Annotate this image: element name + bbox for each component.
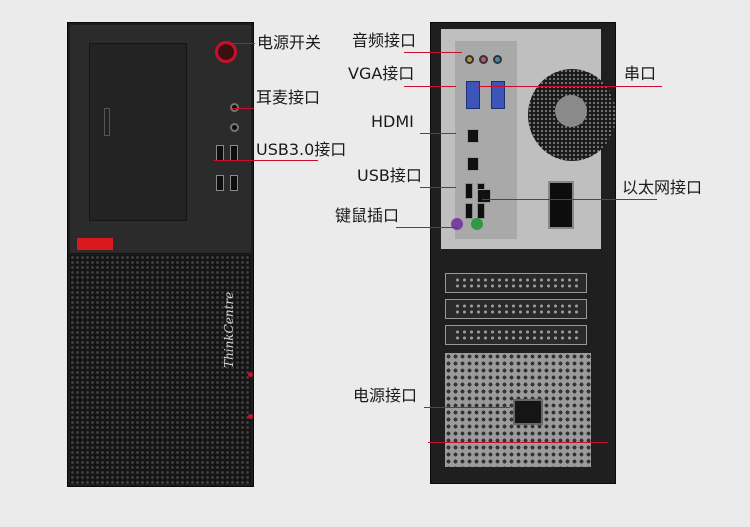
rear-usb-port — [477, 203, 485, 219]
label-usb3-port: USB3.0接口 — [256, 140, 347, 159]
audio-jack-icon — [493, 55, 502, 64]
eject-button — [104, 108, 110, 136]
label-usb-port: USB接口 — [357, 166, 422, 185]
hdmi-connector — [467, 157, 479, 171]
leader-line — [225, 43, 255, 44]
headphone-jack-icon — [230, 103, 239, 112]
ps2-keyboard-connector — [451, 218, 463, 230]
rear-tower — [430, 22, 616, 484]
leader-line — [420, 187, 456, 188]
power-supply-grille — [445, 353, 591, 467]
expansion-slot — [445, 273, 587, 293]
serial-connector — [491, 81, 505, 109]
fan-hub — [555, 95, 587, 127]
label-audio-port: 音频接口 — [352, 31, 417, 50]
leader-line — [404, 86, 456, 87]
vga-connector — [466, 81, 480, 109]
expansion-slot — [445, 325, 587, 345]
label-hdmi: HDMI — [371, 112, 414, 131]
hdmi-connector — [467, 129, 479, 143]
leader-line — [428, 442, 608, 443]
power-socket — [513, 399, 543, 425]
label-serial-port: 串口 — [624, 64, 657, 83]
label-power-port: 电源接口 — [353, 386, 418, 405]
leader-line — [478, 86, 662, 87]
front-usb-port — [230, 145, 238, 161]
label-keyboard-mouse-port: 键鼠插口 — [335, 206, 400, 225]
optical-drive-bay — [89, 43, 187, 221]
leader-line — [232, 108, 254, 109]
front-panel — [70, 25, 251, 254]
leader-line — [214, 160, 318, 161]
expansion-slot — [445, 299, 587, 319]
padlock-loop — [548, 181, 574, 229]
label-vga-port: VGA接口 — [348, 64, 415, 83]
microphone-jack-icon — [230, 123, 239, 132]
ethernet-connector — [477, 189, 491, 203]
leader-line — [404, 52, 462, 53]
front-usb-port — [216, 145, 224, 161]
audio-jack-icon — [479, 55, 488, 64]
leader-line — [424, 407, 510, 408]
ps2-mouse-connector — [471, 218, 483, 230]
rear-usb-port — [465, 203, 473, 219]
rear-usb-port — [465, 183, 473, 199]
rear-io-plate — [441, 29, 616, 249]
power-button — [215, 41, 237, 63]
io-strip — [455, 41, 517, 239]
leader-line — [396, 227, 458, 228]
leader-line — [482, 199, 657, 200]
audio-jack-icon — [465, 55, 474, 64]
label-power-switch: 电源开关 — [257, 33, 322, 52]
red-accent-tag — [77, 238, 113, 250]
front-mesh-grille — [70, 255, 251, 484]
front-usb-port — [230, 175, 238, 191]
leader-line — [420, 133, 456, 134]
label-ethernet-port: 以太网接口 — [622, 178, 703, 197]
front-tower: ThinkCentre — [67, 22, 254, 487]
marker-dot — [248, 372, 253, 377]
marker-dot — [248, 414, 253, 419]
front-usb-port — [216, 175, 224, 191]
label-headset-port: 耳麦接口 — [256, 88, 321, 107]
brand-logo: ThinkCentre — [222, 291, 236, 368]
